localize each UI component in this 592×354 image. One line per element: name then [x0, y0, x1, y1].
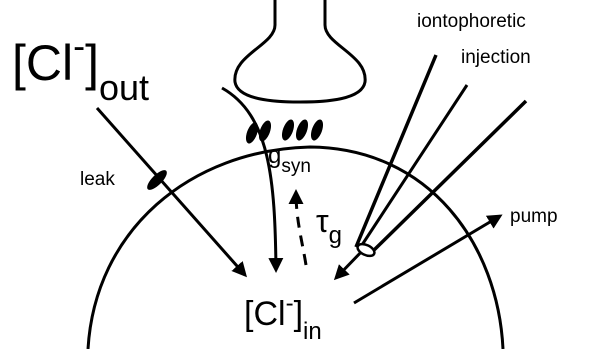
- tau-g-dashed-arrow: [296, 192, 306, 265]
- channel: [280, 118, 297, 142]
- pump-label: pump: [510, 206, 558, 227]
- cl-in-label: [Cl-]in: [244, 290, 322, 345]
- channel: [294, 118, 311, 142]
- pump-arrow: [354, 216, 500, 303]
- presynaptic-terminal: [235, 0, 365, 102]
- leak-label: leak: [80, 169, 115, 190]
- cl-out-label: [Cl-]out: [12, 25, 149, 108]
- leak-channel: [144, 167, 169, 192]
- tau-g-label: τg: [316, 203, 342, 249]
- synaptic-flux-arrow: [222, 88, 276, 270]
- iontophoretic-label: iontophoretic: [417, 11, 526, 32]
- iontophoretic-pipette: [356, 55, 526, 258]
- channel: [309, 118, 326, 142]
- injection-label: injection: [461, 47, 531, 68]
